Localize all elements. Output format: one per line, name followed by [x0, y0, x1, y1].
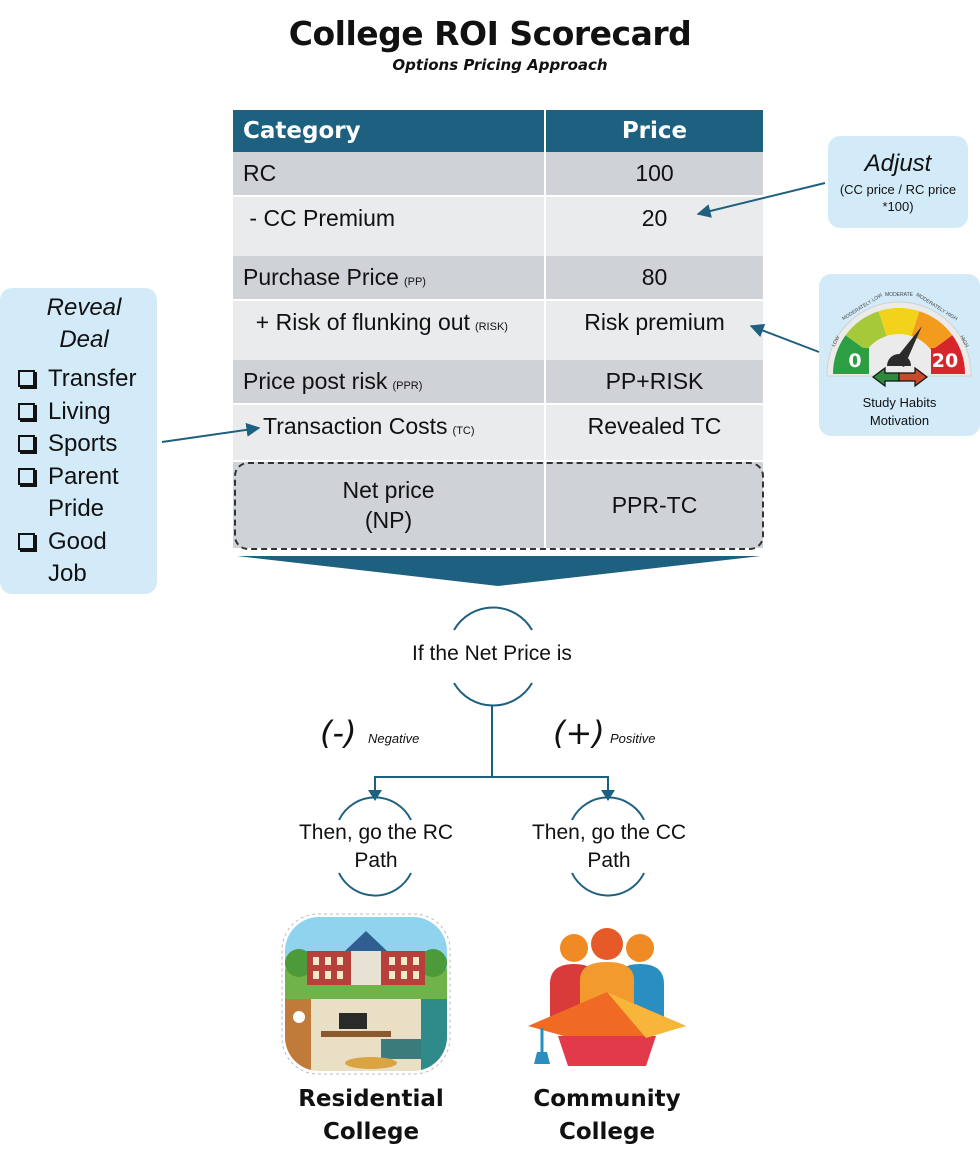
gauge-band: [911, 311, 953, 351]
checkbox-icon: [18, 435, 35, 452]
negative-label: Negative: [368, 731, 420, 746]
cc-bracket-top: [571, 796, 645, 821]
header-price: Price: [621, 118, 688, 144]
row-value: PP+RISK: [605, 368, 704, 394]
checklist-item: Good: [18, 526, 136, 559]
cc-path-text: Then, go the CC Path: [531, 821, 687, 872]
row-label: Price post risk: [243, 368, 388, 394]
gauge-max-label: 20: [932, 350, 958, 372]
reveal-arrow: [161, 422, 261, 443]
net-price-question: If the Net Price is: [412, 642, 572, 665]
gauge-callout: LOW MODERATELY LOW MODERATE MODERATELY H…: [819, 274, 980, 436]
row-value: 20: [641, 205, 668, 231]
question-bracket-bottom: [453, 682, 533, 707]
row-abbr: (PP): [403, 275, 426, 288]
reveal-title-line1: Reveal: [46, 294, 122, 321]
adjust-note-line2: *100): [882, 199, 914, 214]
speedometer-icon: LOW MODERATELY LOW MODERATE MODERATELY H…: [826, 292, 972, 388]
row-value: 100: [635, 160, 674, 186]
row-value: 80: [641, 264, 668, 290]
community-college-label: Community College: [533, 1086, 681, 1145]
row-label: - Transaction Costs: [243, 413, 448, 439]
table-row-purchase-price: Purchase Price (PP) 80: [233, 256, 763, 299]
page-subtitle: Options Pricing Approach: [392, 56, 608, 74]
gauge-pad: [931, 348, 959, 374]
double-arrow-icon: [872, 366, 928, 388]
rc-bracket-bottom: [338, 872, 412, 897]
row-label: - CC Premium: [243, 205, 396, 231]
adjust-callout: Adjust (CC price / RC price *100): [828, 136, 968, 228]
table-spacer: [233, 240, 763, 256]
checklist-item-continued: Job: [48, 560, 87, 587]
table-row-rc: RC 100: [233, 152, 763, 195]
gauge-scale-moderate: MODERATE: [885, 292, 914, 298]
table-header-row: Category Price: [233, 110, 763, 152]
checkbox-icon: [18, 370, 35, 387]
adjust-title: Adjust: [864, 150, 932, 177]
branch-arrowhead-right: [601, 790, 615, 801]
row-value: Revealed TC: [587, 413, 722, 439]
reveal-deal-callout: Reveal Deal Transfer Living Sports Paren…: [0, 288, 157, 594]
gauge-needle: [893, 326, 922, 367]
checkbox-icon: [18, 467, 35, 485]
table-row-cc-premium: - CC Premium 20: [233, 195, 763, 240]
header-category: Category: [233, 110, 546, 152]
row-abbr: (TC): [452, 424, 475, 437]
table-row-net-price: Net price (NP) PPR-TC: [233, 460, 763, 548]
gauge-band: [845, 311, 887, 351]
adjust-note-line1: (CC price / RC price: [839, 182, 957, 197]
checklist-item: Transfer: [18, 363, 136, 396]
row-abbr: (RISK): [474, 320, 508, 333]
net-price-label: Net price: [342, 477, 435, 503]
residential-college-icon: [281, 913, 451, 1075]
gauge-pad: [841, 348, 869, 374]
checklist-item: Sports: [18, 428, 136, 461]
row-abbr: (PPR): [392, 379, 423, 392]
row-label: Purchase Price: [243, 264, 399, 290]
residential-college-label: Residential College: [298, 1086, 444, 1145]
cc-bracket-bottom: [571, 872, 645, 897]
gauge-caption-line2: Motivation: [869, 413, 930, 428]
row-label: + Risk of flunking out: [243, 309, 470, 335]
funnel-chevron: [237, 556, 761, 586]
net-price-abbr: (NP): [364, 507, 413, 533]
table-row-price-post-risk: Price post risk (PPR) PP+RISK: [233, 360, 763, 403]
reveal-title-line2: Deal: [59, 326, 109, 353]
checklist-item-continued: Pride: [48, 495, 105, 522]
checkbox-icon: [18, 532, 35, 550]
row-label: RC: [243, 160, 277, 186]
rc-path-text: Then, go the RC Path: [298, 821, 454, 872]
table-spacer: [233, 448, 763, 460]
checklist-item: Living: [18, 396, 136, 429]
table-row-risk: + Risk of flunking out (RISK) Risk premiu…: [233, 299, 763, 344]
branch-arrowhead-left: [368, 790, 382, 801]
negative-sign: (-): [320, 714, 357, 752]
reveal-checklist: Transfer Living Sports Parent Pride Good…: [18, 363, 136, 591]
gauge-band: [878, 307, 920, 336]
question-bracket-top: [453, 606, 533, 631]
community-college-icon: [528, 928, 686, 1066]
checklist-item: Parent: [18, 461, 136, 494]
gauge-arrow: [749, 323, 820, 353]
adjust-arrow: [696, 182, 826, 218]
gauge-scale-high: HIGH: [958, 335, 969, 349]
checkbox-icon: [18, 402, 35, 420]
rc-bracket-top: [338, 796, 412, 821]
table-spacer: [233, 344, 763, 360]
table-row-transaction-costs: - Transaction Costs (TC) Revealed TC: [233, 403, 763, 448]
scorecard-table: Category Price RC 100 - CC Premium 20 Pu…: [233, 110, 763, 548]
row-value: Risk premium: [584, 309, 725, 335]
gauge-scale-low: LOW: [831, 335, 842, 348]
gauge-caption-line1: Study Habits: [862, 395, 937, 410]
gauge-min-label: 0: [848, 350, 861, 372]
page-title: College ROI Scorecard: [288, 14, 692, 53]
net-price-value: PPR-TC: [611, 491, 698, 518]
branch-line: [374, 776, 609, 797]
positive-sign: (+): [553, 714, 605, 752]
positive-label: Positive: [610, 731, 656, 746]
